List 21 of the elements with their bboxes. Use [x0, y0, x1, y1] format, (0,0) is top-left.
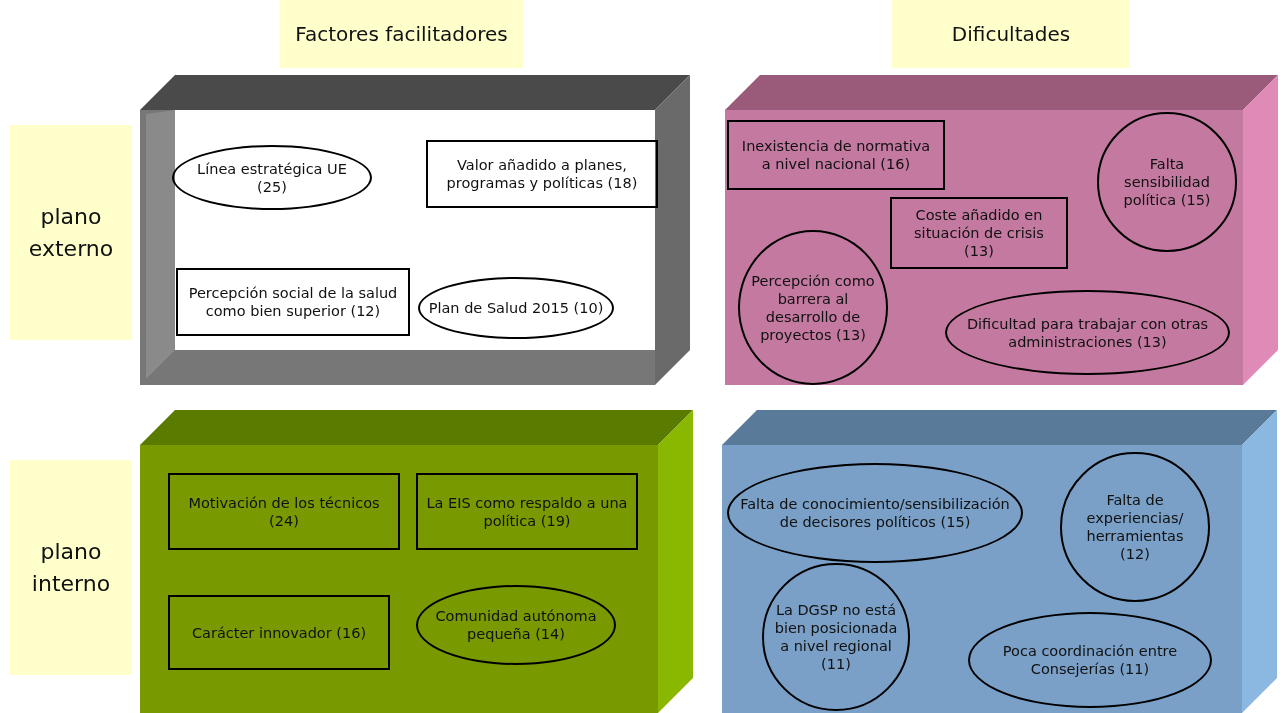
column-header-box: Factores facilitadores: [280, 0, 523, 68]
row-header-box: plano interno: [10, 460, 132, 675]
rect-node: Coste añadido en situación de crisis (13): [890, 197, 1068, 269]
column-header-box: Dificultades: [892, 0, 1130, 68]
row-header-box: plano externo: [10, 125, 132, 340]
rect-node: Percepción social de la salud como bien superior (12): [176, 268, 410, 336]
circle-node: Falta de experiencias/ herramientas (12): [1060, 452, 1210, 602]
ellipse-node: Plan de Salud 2015 (10): [418, 277, 614, 339]
rect-node: Carácter innovador (16): [168, 595, 390, 670]
ellipse-node: Dificultad para trabajar con otras administraciones (13): [945, 290, 1230, 375]
rect-node: La EIS como respaldo a una política (19): [416, 473, 638, 550]
rect-node: Inexistencia de normativa a nivel nacional (16): [727, 120, 945, 190]
ellipse-node: Poca coordinación entre Consejerías (11): [968, 612, 1212, 708]
ellipse-node: Comunidad autónoma pequeña (14): [416, 585, 616, 665]
ellipse-node: Línea estratégica UE (25): [172, 145, 372, 210]
circle-node: La DGSP no está bien posicionada a nivel regional (11): [762, 563, 910, 711]
ellipse-node: Falta de conocimiento/sensibilización de decisores políticos (15): [727, 463, 1023, 563]
rect-node: Motivación de los técnicos (24): [168, 473, 400, 550]
rect-node: Valor añadido a planes, programas y políticas (18): [426, 140, 658, 208]
ellipse-node: Percepción como barrera al desarrollo de proyectos (13): [738, 230, 888, 385]
circle-node: Falta sensibilidad política (15): [1097, 112, 1237, 252]
